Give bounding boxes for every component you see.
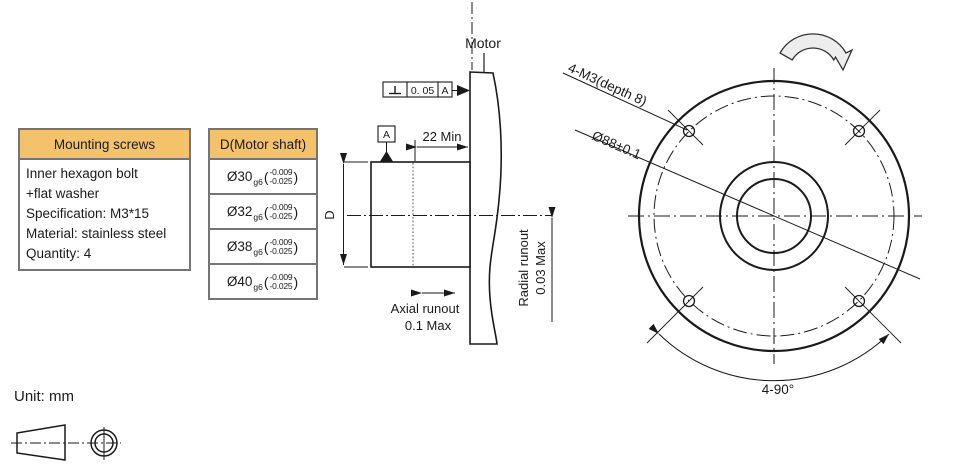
insertion-depth-dimension: 22 Min: [406, 129, 468, 161]
diameter-value: Ø40: [226, 274, 253, 289]
datum-a-label: A: [383, 129, 390, 141]
fit-class: g6: [253, 246, 263, 257]
shaft-diameter-header: D(Motor shaft): [210, 130, 316, 160]
mounting-screws-table: Mounting screws Inner hexagon bolt +flat…: [18, 128, 191, 271]
fit-class: g6: [253, 176, 263, 187]
fit-class: g6: [253, 281, 263, 292]
diameter-value: Ø38: [226, 239, 253, 254]
tolerance-stack: -0.009-0.025: [269, 202, 293, 221]
datum-a-triangle: [380, 151, 393, 162]
projection-symbol-icon: [11, 424, 121, 461]
front-view: 4-M3(depth 8) Ø88±0.1 4-90°: [562, 33, 922, 397]
tolerance-stack: -0.009-0.025: [269, 237, 293, 256]
mounting-screws-line: Specification: M3*15: [26, 206, 150, 221]
mounting-screws-body: Inner hexagon bolt +flat washer Specific…: [20, 160, 189, 269]
shaft-outline: [370, 161, 471, 268]
axial-runout-label: Axial runout: [391, 301, 460, 316]
tolerance-frame: 0. 05 A: [382, 81, 470, 98]
diameter-value: Ø30: [226, 169, 253, 184]
mounting-screws-line: Inner hexagon bolt: [26, 166, 138, 181]
holes-label: 4-M3(depth 8): [566, 60, 649, 109]
bolt-circle-dimension-line: [574, 129, 921, 280]
axial-runout-value: 0.1 Max: [405, 318, 452, 333]
bolt-hole: [682, 124, 696, 138]
perpendicularity-icon: [389, 86, 401, 95]
tolerance-stack: -0.009-0.025: [269, 167, 293, 186]
tolerance-leader-arrow: [457, 85, 470, 96]
unit-label: Unit: mm: [14, 388, 74, 405]
datum-a-flag: A: [377, 125, 396, 162]
mounting-screws-line: +flat washer: [26, 186, 100, 201]
holes-leader-line: [562, 72, 688, 131]
radial-runout-value: 0.03 Max: [533, 241, 548, 295]
bolt-circle-label: Ø88±0.1: [590, 128, 643, 162]
bolt-holes: [682, 124, 866, 308]
mounting-screws-line: Material: stainless steel: [26, 226, 167, 241]
shaft-diameter-dimension: D: [322, 153, 368, 268]
rotation-arrow-icon: [779, 33, 854, 72]
tolerance-value: 0. 05: [411, 85, 435, 97]
bolt-hole: [682, 294, 696, 308]
bolt-hole: [852, 124, 866, 138]
radial-runout-note: Radial runout 0.03 Max: [516, 207, 556, 322]
axial-runout-note: Axial runout 0.1 Max: [391, 289, 460, 333]
mounting-screws-header: Mounting screws: [20, 130, 189, 160]
motor-label: Motor: [465, 35, 501, 51]
side-view: Motor 0. 05 A 22 Min: [322, 2, 556, 345]
fit-class: g6: [253, 211, 263, 222]
tolerance-datum: A: [441, 85, 448, 97]
mounting-screws-line: Quantity: 4: [26, 246, 92, 261]
diameter-value: Ø32: [226, 204, 253, 219]
radial-runout-label: Radial runout: [516, 229, 531, 307]
angle-label: 4-90°: [762, 382, 794, 397]
bolt-hole: [852, 294, 866, 308]
insertion-depth-label: 22 Min: [422, 129, 461, 144]
motor-plate: [469, 71, 503, 345]
tolerance-stack: -0.009-0.025: [269, 272, 293, 291]
shaft-diameter-label: D: [322, 210, 337, 219]
angle-dimension: 4-90°: [648, 323, 890, 397]
